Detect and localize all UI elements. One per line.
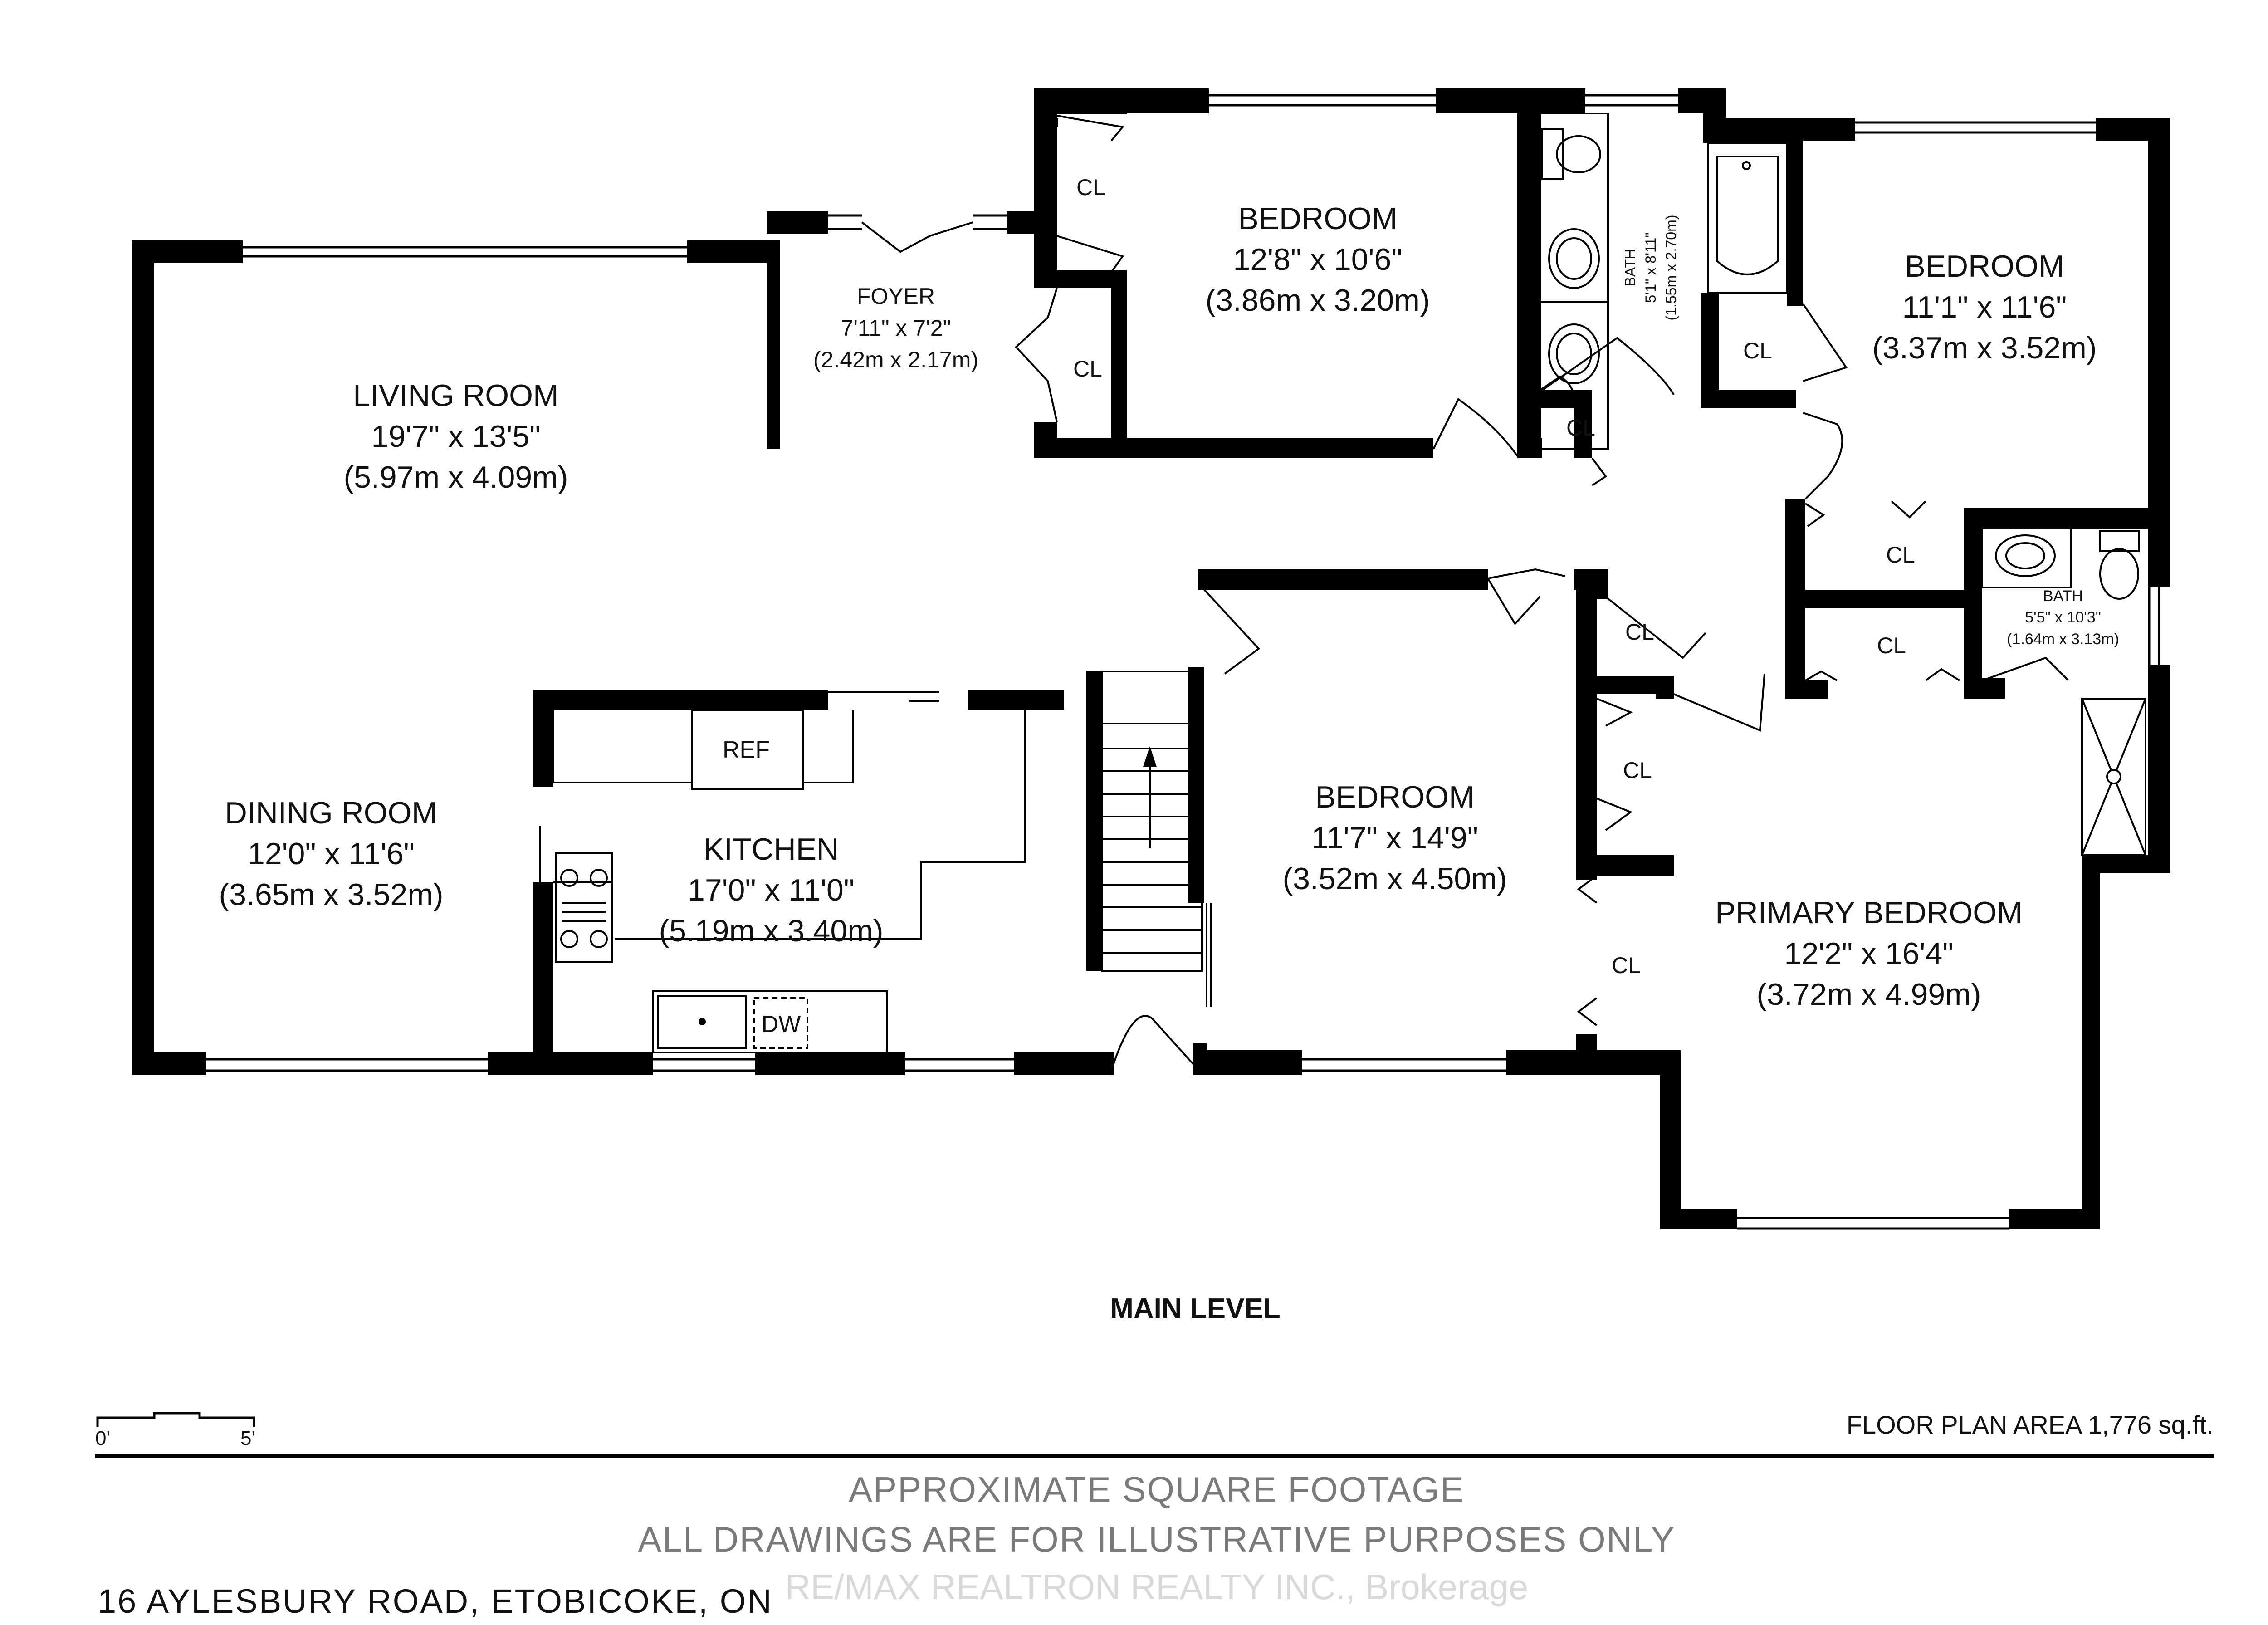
stairs [1101, 671, 1203, 972]
living-room-size-metric: (5.97m x 4.09m) [343, 460, 568, 494]
bedroom-top-name: BEDROOM [1238, 201, 1397, 236]
bedroom-top-size-imperial: 12'8" x 10'6" [1233, 242, 1403, 277]
room-label-primary: PRIMARY BEDROOM 12'2" x 16'4" (3.72m x 4… [1715, 896, 2023, 1012]
primary-bedroom-name: PRIMARY BEDROOM [1715, 896, 2023, 930]
bedroom-top-size-metric: (3.86m x 3.20m) [1205, 283, 1430, 318]
closet-label: CL [1566, 415, 1595, 441]
floor-plan-area: FLOOR PLAN AREA 1,776 sq.ft. [1847, 1410, 2214, 1439]
bath-fixtures [1539, 113, 2146, 856]
closet-label: CL [1743, 338, 1772, 363]
bedroom-right-size-imperial: 11'1" x 11'6" [1902, 290, 2067, 324]
closet-label: CL [1076, 175, 1105, 200]
dining-room-name: DINING ROOM [225, 796, 437, 830]
bath-ensuite-size-imperial: 5'5" x 10'3" [2025, 609, 2101, 626]
foyer-name: FOYER [857, 284, 935, 309]
living-room-name: LIVING ROOM [353, 378, 558, 413]
bedroom-center-name: BEDROOM [1315, 780, 1474, 814]
kitchen-name: KITCHEN [704, 832, 839, 866]
bedroom-center-size-metric: (3.52m x 4.50m) [1282, 861, 1507, 896]
bath-top-name: BATH [1622, 249, 1638, 287]
primary-bedroom-size-metric: (3.72m x 4.99m) [1756, 977, 1981, 1012]
brokerage-watermark: RE/MAX REALTRON REALTY INC., Brokerage [785, 1567, 1528, 1607]
room-label-kitchen: KITCHEN 17'0" x 11'0" (5.19m x 3.40m) [659, 832, 883, 948]
property-address: 16 AYLESBURY ROAD, ETOBICOKE, ON [98, 1582, 773, 1620]
fixture-labels: REF DW CL CL CL CL CL CL CL CL CL [723, 175, 1915, 1038]
scale-start-label: 0' [95, 1427, 110, 1449]
scale-end-label: 5' [240, 1427, 255, 1449]
closet-label: CL [1073, 356, 1102, 382]
windows [206, 94, 2160, 1230]
disclaimer-illustrative: ALL DRAWINGS ARE FOR ILLUSTRATIVE PURPOS… [638, 1519, 1675, 1559]
closet-label: CL [1886, 542, 1915, 568]
room-label-bath-ensuite: BATH 5'5" x 10'3" (1.64m x 3.13m) [2007, 587, 2119, 648]
bath-ensuite-size-metric: (1.64m x 3.13m) [2007, 631, 2119, 648]
kitchen-size-imperial: 17'0" x 11'0" [688, 873, 855, 907]
room-label-living: LIVING ROOM 19'7" x 13'5" (5.97m x 4.09m… [343, 378, 568, 494]
footer-rule [95, 1454, 2214, 1458]
kitchen-size-metric: (5.19m x 3.40m) [659, 914, 883, 948]
foyer-size-metric: (2.42m x 2.17m) [813, 347, 978, 372]
living-room-size-imperial: 19'7" x 13'5" [371, 419, 541, 454]
bath-top-size-imperial: 5'1" x 8'11" [1642, 232, 1659, 303]
room-label-dining: DINING ROOM 12'0" x 11'6" (3.65m x 3.52m… [219, 796, 443, 912]
bedroom-right-name: BEDROOM [1905, 249, 2064, 284]
disclaimer-approx: APPROXIMATE SQUARE FOOTAGE [849, 1469, 1465, 1509]
closet-label: CL [1877, 633, 1906, 658]
bath-ensuite-name: BATH [2043, 587, 2083, 605]
room-label-bedroom-center: BEDROOM 11'7" x 14'9" (3.52m x 4.50m) [1282, 780, 1507, 896]
closet-label: CL [1625, 619, 1654, 645]
bath-top-size-metric: (1.55m x 2.70m) [1663, 215, 1679, 321]
room-label-bedroom-right: BEDROOM 11'1" x 11'6" (3.37m x 3.52m) [1872, 249, 2097, 365]
room-label-bath-top: BATH 5'1" x 8'11" (1.55m x 2.70m) [1622, 215, 1679, 321]
scale-bar: 0' 5' [95, 1412, 255, 1449]
primary-bedroom-size-imperial: 12'2" x 16'4" [1784, 936, 1954, 971]
bedroom-center-size-imperial: 11'7" x 14'9" [1311, 821, 1478, 855]
dw-label: DW [762, 1011, 801, 1038]
doors [539, 113, 2069, 1065]
bedroom-right-size-metric: (3.37m x 3.52m) [1872, 331, 2097, 365]
foyer-size-imperial: 7'11" x 7'2" [841, 315, 951, 341]
room-label-foyer: FOYER 7'11" x 7'2" (2.42m x 2.17m) [813, 284, 978, 372]
level-title: MAIN LEVEL [1110, 1293, 1280, 1324]
closet-label: CL [1612, 953, 1641, 978]
dining-room-size-imperial: 12'0" x 11'6" [248, 837, 415, 871]
dining-room-size-metric: (3.65m x 3.52m) [219, 877, 443, 912]
closet-label: CL [1623, 758, 1652, 783]
room-label-bedroom-top: BEDROOM 12'8" x 10'6" (3.86m x 3.20m) [1205, 201, 1430, 318]
ref-label: REF [723, 737, 770, 763]
kitchen-fixtures [552, 709, 1026, 1053]
